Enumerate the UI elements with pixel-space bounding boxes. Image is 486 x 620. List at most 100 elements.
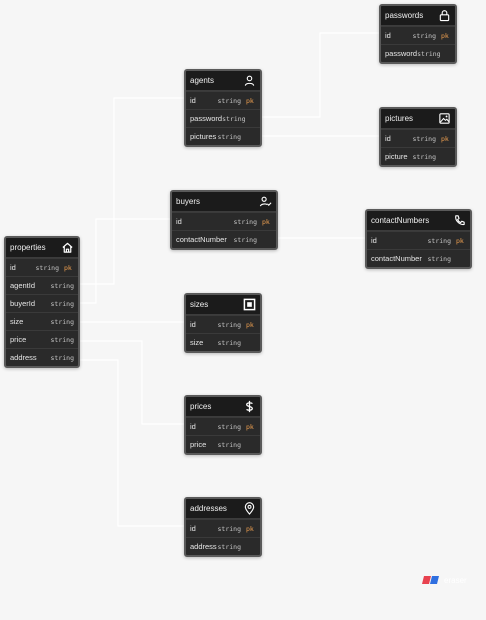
field-row[interactable]: id string pk xyxy=(381,26,455,44)
primary-key-badge: pk xyxy=(246,320,254,329)
field-row[interactable]: contactNumber string xyxy=(172,230,276,248)
primary-key-badge: pk xyxy=(246,96,254,105)
table-header[interactable]: passwords xyxy=(381,6,455,26)
field-row[interactable]: id string pk xyxy=(186,315,260,333)
field-name: id xyxy=(176,217,182,226)
table-header[interactable]: sizes xyxy=(186,295,260,315)
field-row[interactable]: size string xyxy=(186,333,260,351)
field-type: string xyxy=(50,353,74,362)
primary-key-badge: pk xyxy=(441,31,449,40)
field-row[interactable]: address string xyxy=(6,348,78,366)
field-name: picture xyxy=(385,152,408,161)
table-header[interactable]: properties xyxy=(6,238,78,258)
field-name: id xyxy=(190,320,196,329)
field-name: size xyxy=(190,338,204,347)
table-sizes[interactable]: sizes id string pk size string xyxy=(184,293,262,353)
field-type: string xyxy=(233,217,257,226)
field-name: id xyxy=(190,524,196,533)
table-name: addresses xyxy=(190,504,227,513)
primary-key-badge: pk xyxy=(456,236,464,245)
primary-key-badge: pk xyxy=(262,217,270,226)
table-header[interactable]: pictures xyxy=(381,109,455,129)
table-name: passwords xyxy=(385,11,424,20)
field-type: string xyxy=(412,31,436,40)
primary-key-badge: pk xyxy=(246,524,254,533)
field-type: string xyxy=(412,134,436,143)
field-type: string xyxy=(427,236,451,245)
connector-properties-prices xyxy=(80,340,185,425)
lock-icon xyxy=(437,9,451,23)
primary-key-badge: pk xyxy=(441,134,449,143)
field-type: string xyxy=(217,524,241,533)
home-icon xyxy=(60,241,74,255)
field-type: string xyxy=(412,152,436,161)
field-name: contactNumber xyxy=(176,235,227,244)
primary-key-badge: pk xyxy=(246,422,254,431)
table-header[interactable]: addresses xyxy=(186,499,260,519)
field-type: string xyxy=(427,254,451,263)
connector-agents-passwords xyxy=(261,32,380,118)
field-name: id xyxy=(371,236,377,245)
table-header[interactable]: buyers xyxy=(172,192,276,212)
square-icon xyxy=(242,298,256,312)
field-name: password xyxy=(190,114,223,123)
table-header[interactable]: contactNumbers xyxy=(367,211,470,231)
field-type: string xyxy=(50,335,74,344)
person-icon xyxy=(242,74,256,88)
connector-properties-buyers xyxy=(80,218,171,304)
location-pin-icon xyxy=(242,502,256,516)
field-type: string xyxy=(217,132,241,141)
field-type: string xyxy=(417,49,441,58)
field-type: string xyxy=(50,281,74,290)
field-type: string xyxy=(217,338,241,347)
field-type: string xyxy=(50,299,74,308)
phone-icon xyxy=(452,214,466,228)
field-name: pictures xyxy=(190,132,217,141)
field-name: address xyxy=(10,353,37,362)
field-type: string xyxy=(222,114,246,123)
table-name: agents xyxy=(190,76,215,85)
table-header[interactable]: agents xyxy=(186,71,260,91)
field-name: size xyxy=(10,317,24,326)
field-name: id xyxy=(10,263,16,272)
table-header[interactable]: prices xyxy=(186,397,260,417)
field-type: string xyxy=(233,235,257,244)
field-row[interactable]: buyerId string xyxy=(6,294,78,312)
field-name: buyerId xyxy=(10,299,36,308)
table-buyers[interactable]: buyers id string pk contactNumber string xyxy=(170,190,278,250)
field-row[interactable]: id string pk xyxy=(367,231,470,249)
table-name: prices xyxy=(190,402,212,411)
field-type: string xyxy=(217,320,241,329)
field-name: id xyxy=(190,422,196,431)
field-row[interactable]: id string pk xyxy=(172,212,276,230)
table-name: pictures xyxy=(385,114,414,123)
eraser-logo-label: eraser xyxy=(444,575,467,585)
table-name: sizes xyxy=(190,300,209,309)
eraser-logo[interactable]: eraser xyxy=(421,574,471,586)
field-row[interactable]: picture string xyxy=(381,147,455,165)
dollar-icon xyxy=(242,400,256,414)
field-name: id xyxy=(385,31,391,40)
field-row[interactable]: id string pk xyxy=(186,519,260,537)
field-name: address xyxy=(190,542,217,551)
